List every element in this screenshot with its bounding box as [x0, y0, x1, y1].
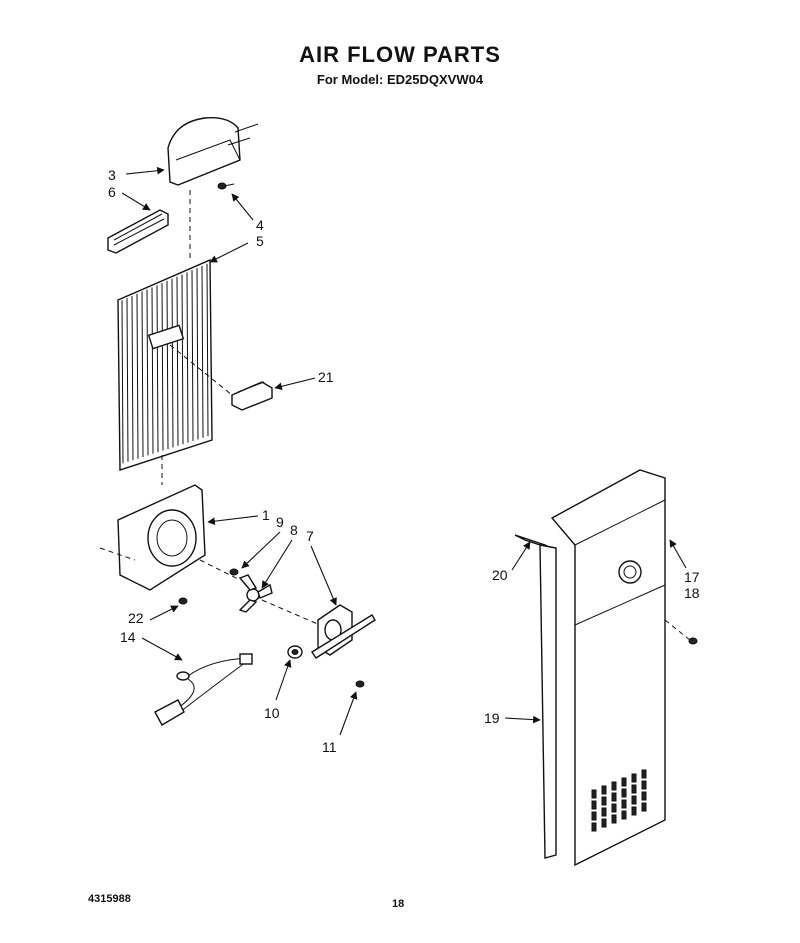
leader-arrows: [121, 166, 687, 736]
callout-20: 20: [492, 567, 508, 583]
panel-vent-slot: [591, 811, 597, 821]
panel-vent-slot: [601, 807, 607, 817]
cover-rib: [156, 285, 159, 453]
cover-rib: [191, 270, 194, 441]
callout-1: 1: [262, 507, 270, 523]
cover-rib: [171, 278, 174, 448]
panel-vent-slot: [601, 818, 607, 828]
panel-vent-slot: [621, 810, 627, 820]
callout-7: 7: [306, 528, 314, 544]
part-4-screw: [217, 182, 235, 190]
page-number: 18: [392, 898, 405, 910]
assembly-dashes: [99, 190, 691, 641]
callout-4: 4: [256, 217, 264, 233]
callout-5: 5: [256, 233, 264, 249]
part-17-rear-panel: [550, 469, 666, 867]
part-9-retainer: [229, 568, 239, 576]
callout-17: 17: [684, 569, 700, 585]
cover-rib: [136, 293, 139, 459]
cover-rib: [181, 274, 184, 445]
panel-vent-slot: [641, 780, 647, 790]
panel-vent-slot: [621, 777, 627, 787]
cover-rib: [146, 289, 149, 456]
cover-rib: [196, 268, 199, 440]
cover-rib: [176, 276, 179, 446]
panel-vent-slot: [631, 806, 637, 816]
part-19-seal-strip: [539, 544, 557, 859]
cover-rib: [166, 280, 169, 449]
part-21-bracket: [231, 381, 273, 411]
panel-vent-slot: [611, 781, 617, 791]
cover-rib: [186, 272, 189, 443]
part-11-screw: [355, 680, 365, 688]
callout-3: 3: [108, 167, 116, 183]
part-18-screw: [688, 637, 698, 645]
page-title: AIR FLOW PARTS: [299, 42, 501, 67]
callout-19: 19: [484, 710, 500, 726]
cover-rib: [141, 291, 144, 457]
callout-18: 18: [684, 585, 700, 601]
part-3-duct-cover: [167, 117, 259, 186]
callout-10: 10: [264, 705, 280, 721]
model-subtitle: For Model: ED25DQXVW04: [316, 72, 484, 87]
callout-14: 14: [120, 629, 136, 645]
panel-vent-slot: [631, 784, 637, 794]
part-8-fan-blade: [238, 574, 273, 613]
part-14-wire-harness: [154, 653, 253, 726]
panel-vent-slot: [611, 792, 617, 802]
callout-9: 9: [276, 514, 284, 530]
panel-vent-slot: [611, 803, 617, 813]
panel-vent-slot: [621, 788, 627, 798]
panel-vent-slot: [641, 802, 647, 812]
cover-rib: [126, 298, 129, 462]
panel-vent-slot: [631, 795, 637, 805]
panel-vent-slot: [591, 800, 597, 810]
panel-vent-slot: [591, 789, 597, 799]
panel-vent-slot: [591, 822, 597, 832]
panel-vent-slot: [641, 769, 647, 779]
callout-11: 11: [322, 739, 337, 755]
part-7-fan-motor: [311, 604, 376, 659]
panel-vent-slot: [601, 785, 607, 795]
cover-rib: [151, 287, 154, 454]
panel-vent-slot: [611, 814, 617, 824]
callout-6: 6: [108, 184, 116, 200]
cover-rib: [131, 295, 134, 461]
document-number: 4315988: [88, 893, 131, 905]
callout-22: 22: [128, 610, 144, 626]
panel-vent-slot: [641, 791, 647, 801]
cover-rib: [161, 283, 164, 451]
panel-vent-slot: [631, 773, 637, 783]
panel-vent-slot: [601, 796, 607, 806]
callout-21: 21: [318, 369, 334, 385]
part-10-grommet: [287, 645, 303, 659]
cover-rib: [121, 300, 124, 464]
part-1-fan-shroud: [117, 484, 206, 591]
part-6-grille: [107, 209, 169, 254]
panel-vent-slot: [621, 799, 627, 809]
cover-rib: [206, 263, 209, 437]
cover-rib: [201, 265, 204, 438]
callout-8: 8: [290, 522, 298, 538]
part-22-screw: [178, 597, 188, 605]
part-5-evaporator-cover: [117, 258, 213, 471]
